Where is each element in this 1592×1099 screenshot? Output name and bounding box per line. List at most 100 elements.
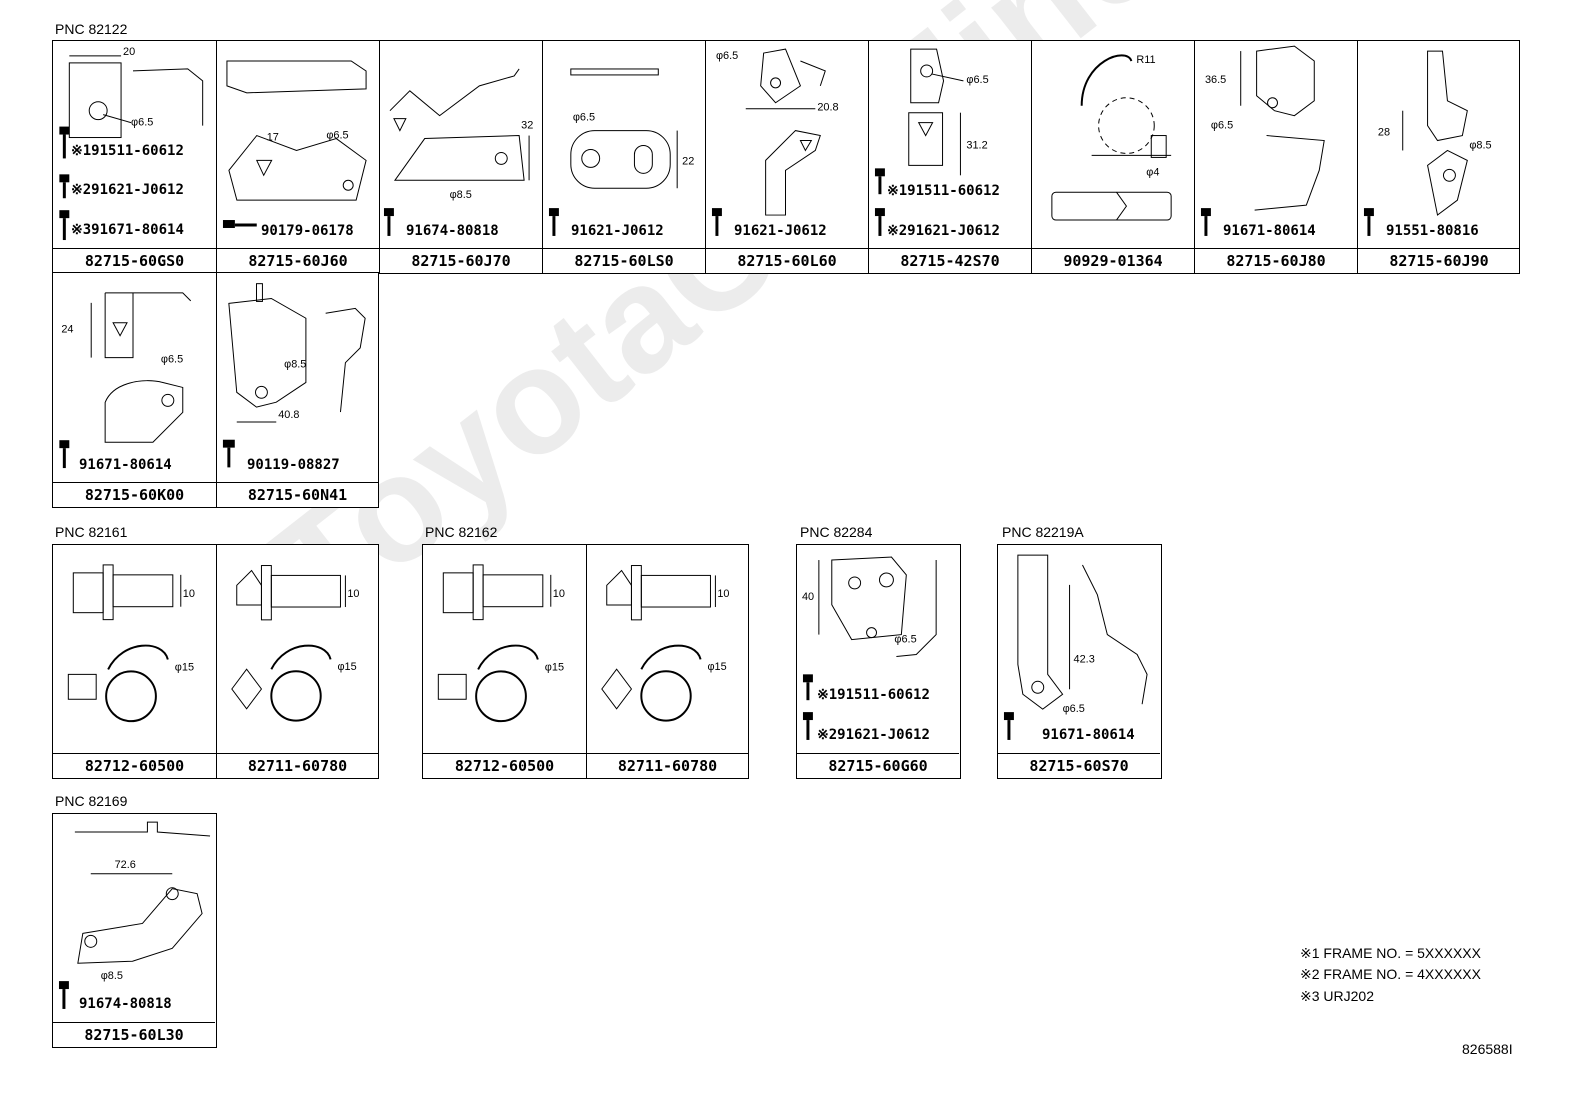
bracket-drawing: 28 φ8.5 (1363, 50, 1492, 236)
part-cell-82715-42S70[interactable]: φ6.5 31.2 ※191511-60612 ※291621-J0612 82… (868, 41, 1031, 273)
part-number-label: 82715-60L30 (53, 1022, 215, 1047)
part-number-label: 82715-60G60 (797, 753, 959, 778)
part-number-label: 82715-60K00 (53, 482, 216, 507)
svg-text:φ6.5: φ6.5 (1211, 120, 1233, 132)
part-cell-82712-60500[interactable]: 10 φ15 82712-60500 (423, 545, 586, 778)
bolt-part-number: ※291621-J0612 (817, 727, 930, 743)
part-cell-90929-01364[interactable]: R11 φ4 90929-01364 (1031, 41, 1194, 273)
svg-text:10: 10 (347, 588, 359, 600)
group-82122-row1: 20 φ6.5 ※191511-60612 ※291621-J0612 ※391… (52, 40, 1520, 274)
svg-text:φ8.5: φ8.5 (284, 359, 306, 371)
part-cell-82715-60J90[interactable]: 28 φ8.5 91551-80816 82715-60J90 (1357, 41, 1520, 273)
group-82219A: 42.3 φ6.5 91671-80614 82715-60S70 (997, 544, 1162, 779)
bolt-part-number: 91551-80816 (1386, 223, 1479, 239)
svg-text:φ6.5: φ6.5 (716, 50, 738, 62)
part-number-label: 82715-60S70 (998, 753, 1160, 778)
svg-text:φ6.5: φ6.5 (1063, 703, 1085, 715)
part-cell-82715-60LS0[interactable]: φ6.5 22 91621-J0612 82715-60LS0 (542, 41, 705, 273)
svg-text:φ8.5: φ8.5 (101, 970, 123, 982)
part-number-label: 82715-60J90 (1358, 248, 1520, 273)
clamp-drawing: 10 φ15 (231, 565, 359, 722)
part-number-label: 82715-60J70 (380, 248, 542, 273)
pnc-label-82219A: PNC 82219A (1002, 524, 1084, 540)
svg-text:40: 40 (802, 591, 814, 603)
bolt-part-number: 91671-80614 (1042, 727, 1135, 743)
part-number-label: 82715-60GS0 (53, 248, 216, 273)
part-cell-82712-60500[interactable]: 10 φ15 82712-60500 (53, 545, 216, 778)
group-82162: 10 φ15 82712-60500 10 φ15 82711-60780 (422, 544, 749, 779)
part-number-label: 82715-60L60 (706, 248, 868, 273)
svg-text:28: 28 (1378, 127, 1390, 139)
part-number-label: 82715-60N41 (217, 482, 378, 507)
part-number-label: 82711-60780 (587, 753, 748, 778)
clamp-drawing: 10 φ15 (601, 565, 729, 722)
part-cell-82711-60780[interactable]: 10 φ15 82711-60780 (586, 545, 748, 778)
clamp-drawing: 10 φ15 (437, 564, 565, 723)
bolt-part-number: 91621-J0612 (571, 223, 664, 239)
svg-text:φ4: φ4 (1146, 166, 1159, 178)
svg-text:72.6: 72.6 (115, 859, 136, 871)
svg-text:10: 10 (183, 588, 195, 600)
bracket-drawing: 36.5 φ6.5 (1200, 45, 1325, 236)
part-number-label: 82712-60500 (53, 753, 216, 778)
part-number-label: 82715-60J60 (217, 248, 379, 273)
group-82169: 72.6 φ8.5 91674-80818 82715-60L30 (52, 813, 217, 1048)
part-cell-82715-60N41[interactable]: φ8.5 40.8 90119-08827 82715-60N41 (216, 273, 378, 507)
part-cell-82715-60GS0[interactable]: 20 φ6.5 ※191511-60612 ※291621-J0612 ※391… (53, 41, 216, 273)
group-82161: 10 φ15 82712-60500 10 φ15 82711-60780 (52, 544, 379, 779)
part-cell-82715-60L60[interactable]: φ6.5 20.8 91621-J0612 82715-60L60 (705, 41, 868, 273)
svg-text:R11: R11 (1136, 54, 1155, 66)
part-number-label: 82715-42S70 (869, 248, 1031, 273)
bracket-drawing: 24 φ6.5 (59, 292, 192, 469)
bolt-part-number: ※191511-60612 (71, 143, 184, 159)
svg-text:36.5: 36.5 (1205, 74, 1226, 86)
svg-text:φ15: φ15 (175, 661, 194, 673)
pnc-label-82122: PNC 82122 (55, 21, 128, 37)
svg-text:10: 10 (717, 588, 729, 600)
bolt-part-number: ※191511-60612 (887, 183, 1000, 199)
svg-text:10: 10 (553, 588, 565, 600)
bolt-part-number: 90119-08827 (247, 457, 340, 473)
bolt-part-number: 91674-80818 (79, 996, 172, 1012)
svg-text:φ8.5: φ8.5 (450, 189, 472, 201)
illustration-ref-code: 826588I (1462, 1041, 1513, 1057)
svg-text:42.3: 42.3 (1074, 653, 1095, 665)
bolt-part-number: ※391671-80614 (71, 222, 184, 238)
part-cell-82715-60L30[interactable]: 72.6 φ8.5 91674-80818 82715-60L30 (53, 814, 215, 1047)
svg-text:24: 24 (61, 324, 73, 336)
bolt-part-number: 91671-80614 (1223, 223, 1316, 239)
bolt-part-number: 90179-06178 (261, 223, 354, 239)
svg-text:φ15: φ15 (338, 661, 357, 673)
bolt-part-number: 91674-80818 (406, 223, 499, 239)
part-number-label: 90929-01364 (1032, 248, 1194, 273)
part-cell-82715-60J60[interactable]: 17 φ6.5 90179-06178 82715-60J60 (216, 41, 379, 273)
group-82284: 40 φ6.5 ※191511-60612 ※291621-J0612 8271… (796, 544, 961, 779)
bracket-drawing: 17 φ6.5 (222, 60, 367, 228)
group-82122-row2: 24 φ6.5 91671-80614 82715-60K00 φ8.5 40.… (52, 272, 379, 508)
bolt-part-number: ※191511-60612 (817, 687, 930, 703)
bracket-drawing: 20 φ6.5 (59, 46, 204, 241)
svg-text:20.8: 20.8 (817, 102, 838, 114)
svg-text:17: 17 (267, 132, 279, 144)
bracket-drawing: 40 φ6.5 (802, 556, 937, 740)
bracket-drawing: 32 φ8.5 (383, 68, 533, 236)
svg-text:φ15: φ15 (545, 661, 564, 673)
frame-note-3: ※3 URJ202 (1300, 988, 1374, 1004)
part-cell-82715-60S70[interactable]: 42.3 φ6.5 91671-80614 82715-60S70 (998, 545, 1160, 778)
part-cell-82715-60G60[interactable]: 40 φ6.5 ※191511-60612 ※291621-J0612 8271… (797, 545, 959, 778)
svg-text:φ6.5: φ6.5 (894, 634, 916, 646)
svg-text:32: 32 (521, 120, 533, 132)
part-number-label: 82711-60780 (217, 753, 378, 778)
svg-text:φ6.5: φ6.5 (966, 74, 988, 86)
pnc-label-82169: PNC 82169 (55, 793, 128, 809)
part-cell-82715-60J80[interactable]: 36.5 φ6.5 91671-80614 82715-60J80 (1194, 41, 1357, 273)
pnc-label-82162: PNC 82162 (425, 524, 498, 540)
part-cell-82715-60J70[interactable]: 32 φ8.5 91674-80818 82715-60J70 (379, 41, 542, 273)
svg-text:22: 22 (682, 155, 694, 167)
bracket-drawing: φ6.5 31.2 (874, 48, 989, 236)
part-cell-82711-60780[interactable]: 10 φ15 82711-60780 (216, 545, 378, 778)
svg-text:φ6.5: φ6.5 (161, 354, 183, 366)
svg-text:20: 20 (123, 46, 135, 58)
part-cell-82715-60K00[interactable]: 24 φ6.5 91671-80614 82715-60K00 (53, 273, 216, 507)
svg-text:φ6.5: φ6.5 (573, 112, 595, 124)
